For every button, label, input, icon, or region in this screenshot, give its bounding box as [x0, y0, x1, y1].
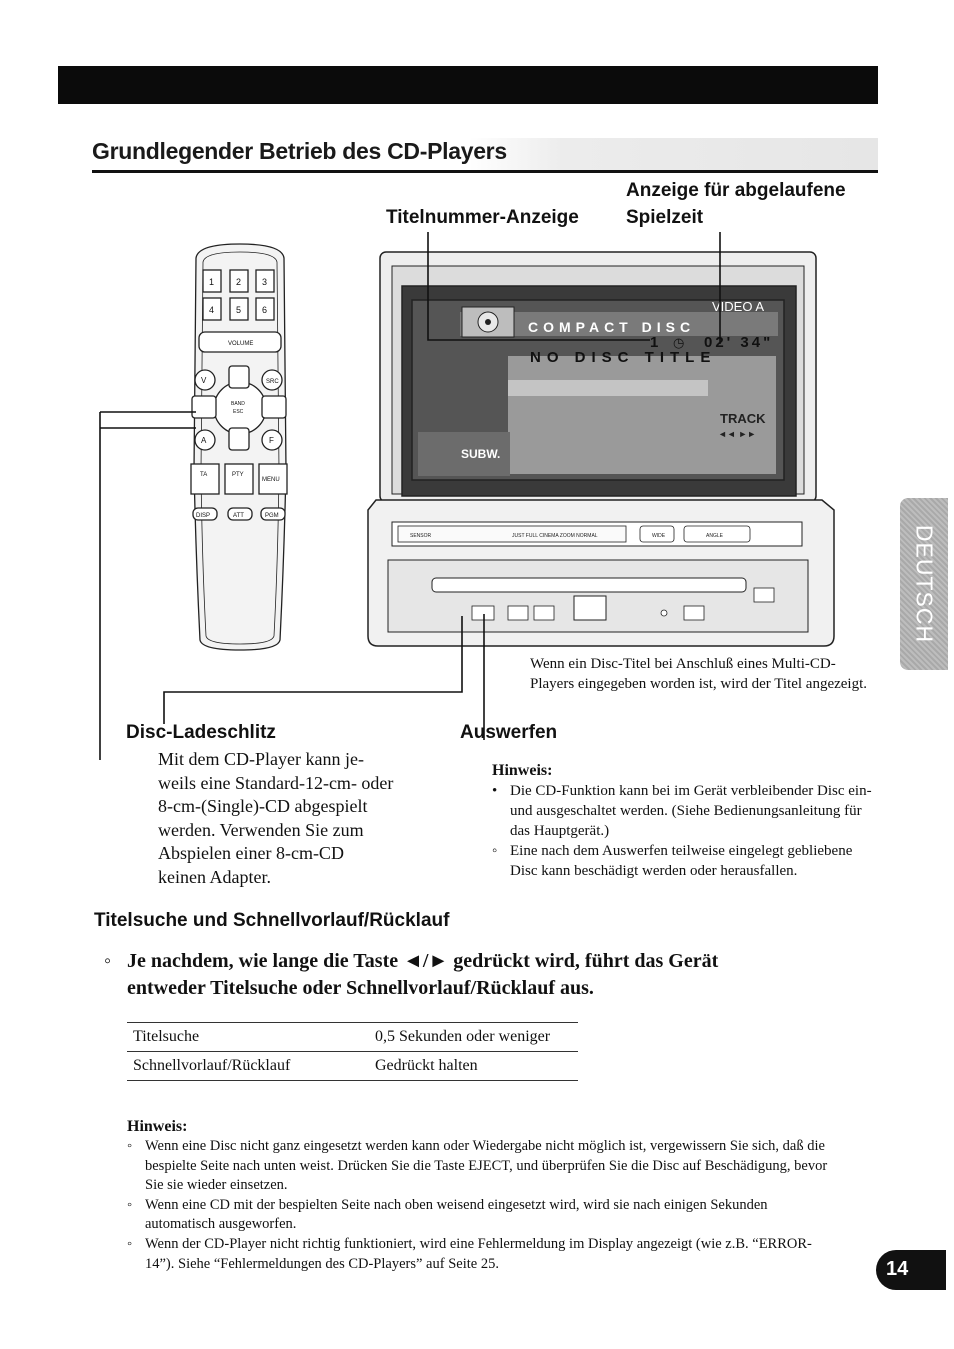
remote-key-6: 6 [262, 305, 267, 315]
disc-slot-line: werden. Verwenden Sie zum [158, 819, 364, 840]
remote-ta-label: TA [200, 472, 207, 478]
device-illustration: 1 2 3 4 5 6 VOLUME V SRC A F BAND ESC TA PTY… [99, 232, 835, 760]
page-number: 14 [876, 1250, 946, 1290]
remote-pgm-label: PGM [265, 513, 279, 519]
display-clock-icon: ◷ [673, 335, 684, 350]
bottom-note-heading: Hinweis: [127, 1118, 188, 1135]
remote-key-4: 4 [209, 305, 214, 315]
label-disc-slot: Disc-Ladeschlitz [126, 722, 276, 743]
remote-esc-label: ESC [233, 409, 244, 415]
callout-lines [99, 232, 721, 760]
display-text: VIDEO A COMPACT DISC 1 02' 34" ◷ NO DISC… [410, 299, 770, 539]
language-tab: DEUTSCH [900, 498, 948, 670]
caption-multi-cd: Wenn ein Disc-Titel bei Anschluß eines M… [530, 656, 868, 692]
table-cell: Schnellvorlauf/Rücklauf [133, 1057, 291, 1074]
search-instruction-line1: Je nachdem, wie lange die Taste ◄/► gedr… [127, 950, 719, 972]
remote-band-label: BAND [231, 401, 245, 407]
disc-slot-line: weils eine Standard-12-cm- oder [158, 772, 394, 793]
leader-disc-slot [163, 616, 463, 724]
eject-note-item: •Die CD-Funktion kann bei im Gerät verbl… [492, 783, 872, 839]
remote-volume-label: VOLUME [228, 341, 253, 347]
disc-slot-line: Mit dem CD-Player kann je- [158, 749, 364, 769]
remote-f-label: F [269, 436, 274, 445]
display-screen [418, 306, 778, 476]
title-underline [92, 170, 878, 173]
remote-key-labels: 1 2 3 4 5 6 VOLUME V SRC A F BAND ESC TA PTY… [196, 277, 280, 519]
remote-pty-label: PTY [232, 472, 244, 478]
table-cell: Gedrückt halten [375, 1057, 478, 1074]
display-track-label: TRACK [720, 411, 766, 426]
disc-slot-line: 8-cm-(Single)-CD abgespielt [158, 796, 368, 816]
display-source: VIDEO A [712, 299, 764, 314]
remote-key-2: 2 [236, 277, 241, 287]
remote-key-3: 3 [262, 277, 267, 287]
remote-menu-label: MENU [262, 477, 280, 483]
bottom-note-list: ◦Wenn eine Disc nicht ganz eingesetzt we… [127, 1137, 833, 1274]
callout-elapsed-time-line1: Anzeige für abgelaufene [626, 180, 846, 201]
callout-elapsed-time-line2: Spielzeit [626, 207, 704, 228]
search-instruction: Je nachdem, wie lange die Taste ◄/► gedr… [127, 948, 718, 1002]
page-title: Grundlegender Betrieb des CD-Players [92, 138, 878, 170]
timing-table: Titelsuche 0,5 Sekunden oder weniger Sch… [127, 1022, 578, 1081]
eject-note-heading: Hinweis: [492, 762, 553, 779]
search-instruction-line2: entweder Titelsuche oder Schnellvorlauf/… [127, 977, 594, 999]
disc-slot-line: keinen Adapter. [158, 866, 271, 887]
remote-v-label: V [201, 376, 207, 385]
unit-angle-label: ANGLE [706, 533, 724, 539]
disc-slot-line: Abspielen einer 8-cm-CD [158, 843, 344, 863]
remote-key-1: 1 [209, 277, 214, 287]
table-row: Titelsuche 0,5 Sekunden oder weniger [127, 1022, 578, 1052]
display-track-arrows: ◄◄ ►► [718, 429, 756, 439]
remote-a-label: A [201, 436, 207, 445]
remote-src-label: SRC [266, 379, 279, 385]
header-bar [58, 66, 878, 104]
bottom-note-item: ◦Wenn eine CD mit der bespielten Seite n… [127, 1196, 768, 1233]
bullet-circle: ◦ [104, 950, 112, 972]
leader-title-number [427, 232, 650, 341]
label-eject: Auswerfen [460, 722, 558, 743]
bottom-note-item: ◦Wenn eine Disc nicht ganz eingesetzt we… [127, 1138, 828, 1194]
remote-key-5: 5 [236, 305, 241, 315]
remote-disp-label: DISP [196, 513, 210, 519]
callout-title-number: Titelnummer-Anzeige [386, 207, 579, 228]
unit-sensor-label: SENSOR [410, 533, 432, 539]
remote-control [190, 243, 288, 651]
unit-mode-labels: JUST FULL CINEMA ZOOM NORMAL [512, 533, 598, 539]
table-row: Schnellvorlauf/Rücklauf Gedrückt halten [127, 1052, 578, 1081]
table-cell: Titelsuche [133, 1028, 200, 1045]
eject-note-item: ◦Eine nach dem Auswerfen teilweise einge… [492, 843, 853, 879]
display-mode: COMPACT DISC [528, 319, 695, 335]
unit-wide-label: WIDE [652, 533, 666, 539]
eject-note-list: •Die CD-Funktion kann bei im Gerät verbl… [492, 781, 874, 881]
display-subwoofer: SUBW. [461, 447, 500, 461]
bottom-note-item: ◦Wenn der CD-Player nicht richtig funkti… [127, 1235, 812, 1272]
disc-slot-description: Mit dem CD-Player kann je- weils eine St… [158, 748, 438, 889]
display-track-number: 1 [650, 334, 658, 351]
display-disc-title: NO DISC TITLE [530, 349, 716, 366]
search-section-heading: Titelsuche und Schnellvorlauf/Rücklauf [94, 910, 450, 931]
remote-att-label: ATT [233, 513, 244, 519]
table-cell: 0,5 Sekunden oder weniger [375, 1028, 551, 1045]
